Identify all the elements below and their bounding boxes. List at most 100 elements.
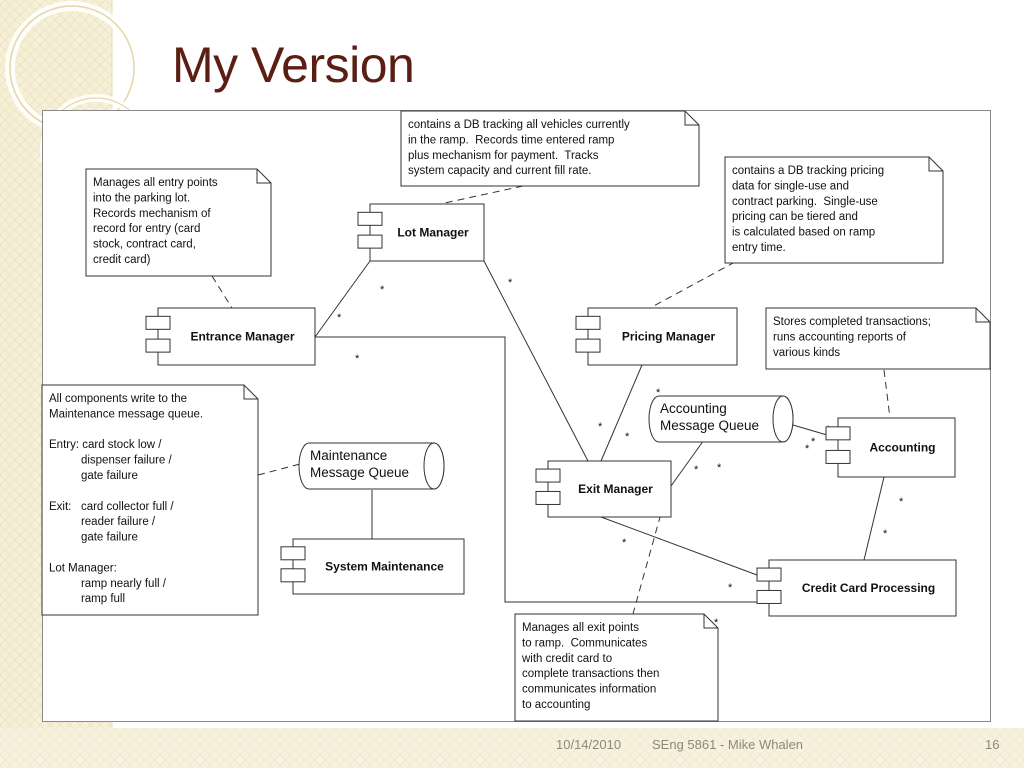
component-label: Exit Manager <box>578 482 653 496</box>
multiplicity-star: * <box>714 617 719 629</box>
exit-manager-component: Exit Manager <box>535 460 672 518</box>
note-line: ramp nearly full / <box>49 578 167 590</box>
multiplicity-star: * <box>656 387 661 399</box>
credit-card-processing-component: Credit Card Processing <box>756 559 957 617</box>
note-line: to accounting <box>522 699 590 711</box>
connector-entrance-creditcard <box>315 336 757 603</box>
component-tab <box>825 426 851 441</box>
connector-pricing-exit <box>600 364 643 462</box>
note-line: gate failure <box>49 470 138 482</box>
note-line: to ramp. Communicates <box>522 637 648 649</box>
note-line: contains a DB tracking all vehicles curr… <box>408 119 630 131</box>
multiplicity-star: * <box>508 277 513 289</box>
connector-accounting-creditcard <box>863 476 885 561</box>
note-line: plus mechanism for payment. Tracks <box>408 150 599 162</box>
note-line: with credit card to <box>521 653 612 665</box>
component-label: System Maintenance <box>325 560 444 574</box>
note-line: Entry: card stock low / <box>49 439 162 451</box>
accounting-component: Accounting <box>825 417 956 478</box>
component-tab <box>145 338 171 353</box>
note-line: into the parking lot. <box>93 192 190 204</box>
multiplicity-star: * <box>694 464 699 476</box>
component-tab <box>575 338 601 353</box>
component-label: Accounting <box>870 441 936 455</box>
component-body <box>369 203 485 262</box>
multiplicity-star: * <box>598 421 603 433</box>
note-line: credit card) <box>93 254 151 266</box>
connector-note-maintqueue <box>257 463 301 476</box>
note-line: record for entry (card <box>93 223 200 235</box>
note-body <box>724 156 944 264</box>
note-line: gate failure <box>49 532 138 544</box>
component-label: Credit Card Processing <box>802 581 935 595</box>
pricing-manager-component: Pricing Manager <box>575 307 738 366</box>
multiplicity-star: * <box>337 312 342 324</box>
multiplicity-star: * <box>728 582 733 594</box>
connector-note-pricing <box>649 261 736 309</box>
connector-lot-exit <box>483 260 589 462</box>
component-tab <box>535 490 561 505</box>
multiplicity-star: * <box>717 462 722 474</box>
component-label: Lot Manager <box>397 226 469 240</box>
lot-manager-note: contains a DB tracking all vehicles curr… <box>400 110 700 187</box>
note-fold <box>243 385 258 400</box>
multiplicity-star: * <box>355 353 360 365</box>
note-line: Manages all exit points <box>522 622 639 634</box>
note-line: All components write to the <box>49 393 187 405</box>
connector-entrance-lot <box>314 260 371 338</box>
multiplicity-star: * <box>805 443 810 455</box>
component-tab <box>535 468 561 483</box>
note-line: is calculated based on ramp <box>732 227 875 239</box>
component-label: Pricing Manager <box>622 330 716 344</box>
note-line: system capacity and current fill rate. <box>408 165 591 177</box>
note-body <box>85 168 272 277</box>
component-tab <box>357 211 383 226</box>
note-line: contains a DB tracking pricing <box>732 165 884 177</box>
note-fold <box>684 111 699 126</box>
note-line: complete transactions then <box>522 668 659 680</box>
note-line: reader failure / <box>49 516 156 528</box>
component-label: Entrance Manager <box>190 330 294 344</box>
component-tab <box>357 234 383 249</box>
multiplicity-star: * <box>622 537 627 549</box>
component-body <box>292 538 465 595</box>
slide-title: My Version <box>172 37 415 93</box>
note-line: Records mechanism of <box>93 208 211 220</box>
connector-note-lot <box>439 185 524 205</box>
component-tab <box>825 449 851 464</box>
queue-label: Maintenance <box>310 448 387 463</box>
footer-course: SEng 5861 - Mike Whalen <box>652 737 804 752</box>
pricing-note: contains a DB tracking pricing data for s… <box>724 156 944 264</box>
connector-note-entrance <box>211 275 233 309</box>
footer-date: 10/14/2010 <box>556 737 622 752</box>
note-line: dispenser failure / <box>49 455 173 467</box>
footer-page-number: 16 <box>985 737 1000 752</box>
note-line: data for single-use and <box>732 180 849 192</box>
note-line: pricing can be tiered and <box>732 211 858 223</box>
accounting-note: Stores completed transactions;runs accou… <box>765 307 991 370</box>
note-line: stock, contract card, <box>93 239 196 251</box>
queue-label: Accounting <box>660 401 727 416</box>
note-fold <box>703 614 718 629</box>
note-line: contract parking. Single-use <box>732 196 878 208</box>
queue-end-cap <box>772 395 794 443</box>
component-tab <box>756 589 782 604</box>
note-line: Lot Manager: <box>49 562 117 574</box>
component-body <box>587 307 738 366</box>
note-line: various kinds <box>773 347 840 359</box>
queue-end-cap <box>423 442 445 490</box>
note-body <box>400 110 700 187</box>
multiplicity-star: * <box>899 496 904 508</box>
note-line: communicates information <box>522 684 656 696</box>
note-body <box>514 613 719 722</box>
note-fold <box>928 157 943 172</box>
note-line: ramp full <box>49 593 125 605</box>
note-line: Exit: card collector full / <box>49 501 174 513</box>
connector-exit-creditcard <box>600 516 758 576</box>
entrance-manager-component: Entrance Manager <box>145 307 316 366</box>
multiplicity-star: * <box>811 436 816 448</box>
component-tab <box>280 568 306 583</box>
